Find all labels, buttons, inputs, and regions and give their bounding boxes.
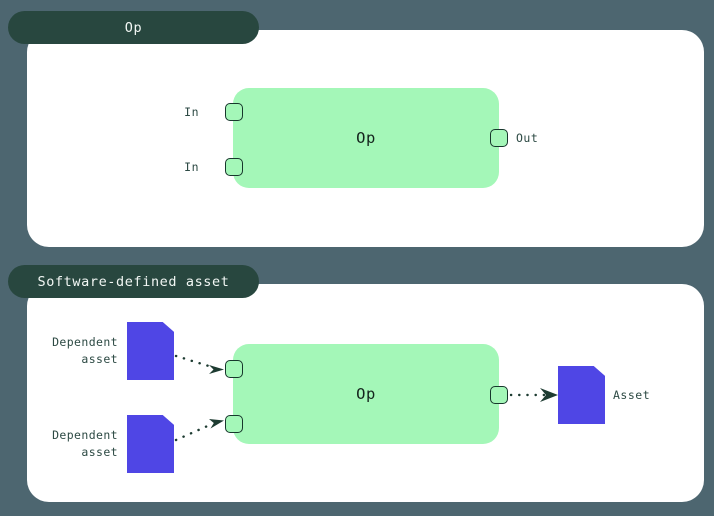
- op-input-port-1[interactable]: [225, 103, 243, 121]
- op-input-port-2-label: In: [184, 160, 199, 174]
- panel-tab-op: Op: [8, 11, 259, 44]
- dependent-asset-document-icon-1[interactable]: [127, 322, 174, 380]
- op-input-port-2[interactable]: [225, 158, 243, 176]
- sda-op-node-body[interactable]: Op: [233, 344, 499, 444]
- dependent-asset-document-icon-2[interactable]: [127, 415, 174, 473]
- panel-tab-software-defined-asset: Software-defined asset: [8, 265, 259, 298]
- op-node-body[interactable]: Op: [233, 88, 499, 188]
- dependent-asset-2-label: Dependent asset: [52, 428, 118, 459]
- sda-op-output-port-1[interactable]: [490, 386, 508, 404]
- op-output-port-1-label: Out: [516, 131, 539, 145]
- output-asset-label: Asset: [613, 388, 651, 402]
- op-input-port-1-label: In: [184, 105, 199, 119]
- op-output-port-1[interactable]: [490, 129, 508, 147]
- dependent-asset-1-label: Dependent asset: [52, 335, 118, 366]
- output-asset-document-icon[interactable]: [558, 366, 605, 424]
- sda-op-input-port-1[interactable]: [225, 360, 243, 378]
- sda-op-input-port-2[interactable]: [225, 415, 243, 433]
